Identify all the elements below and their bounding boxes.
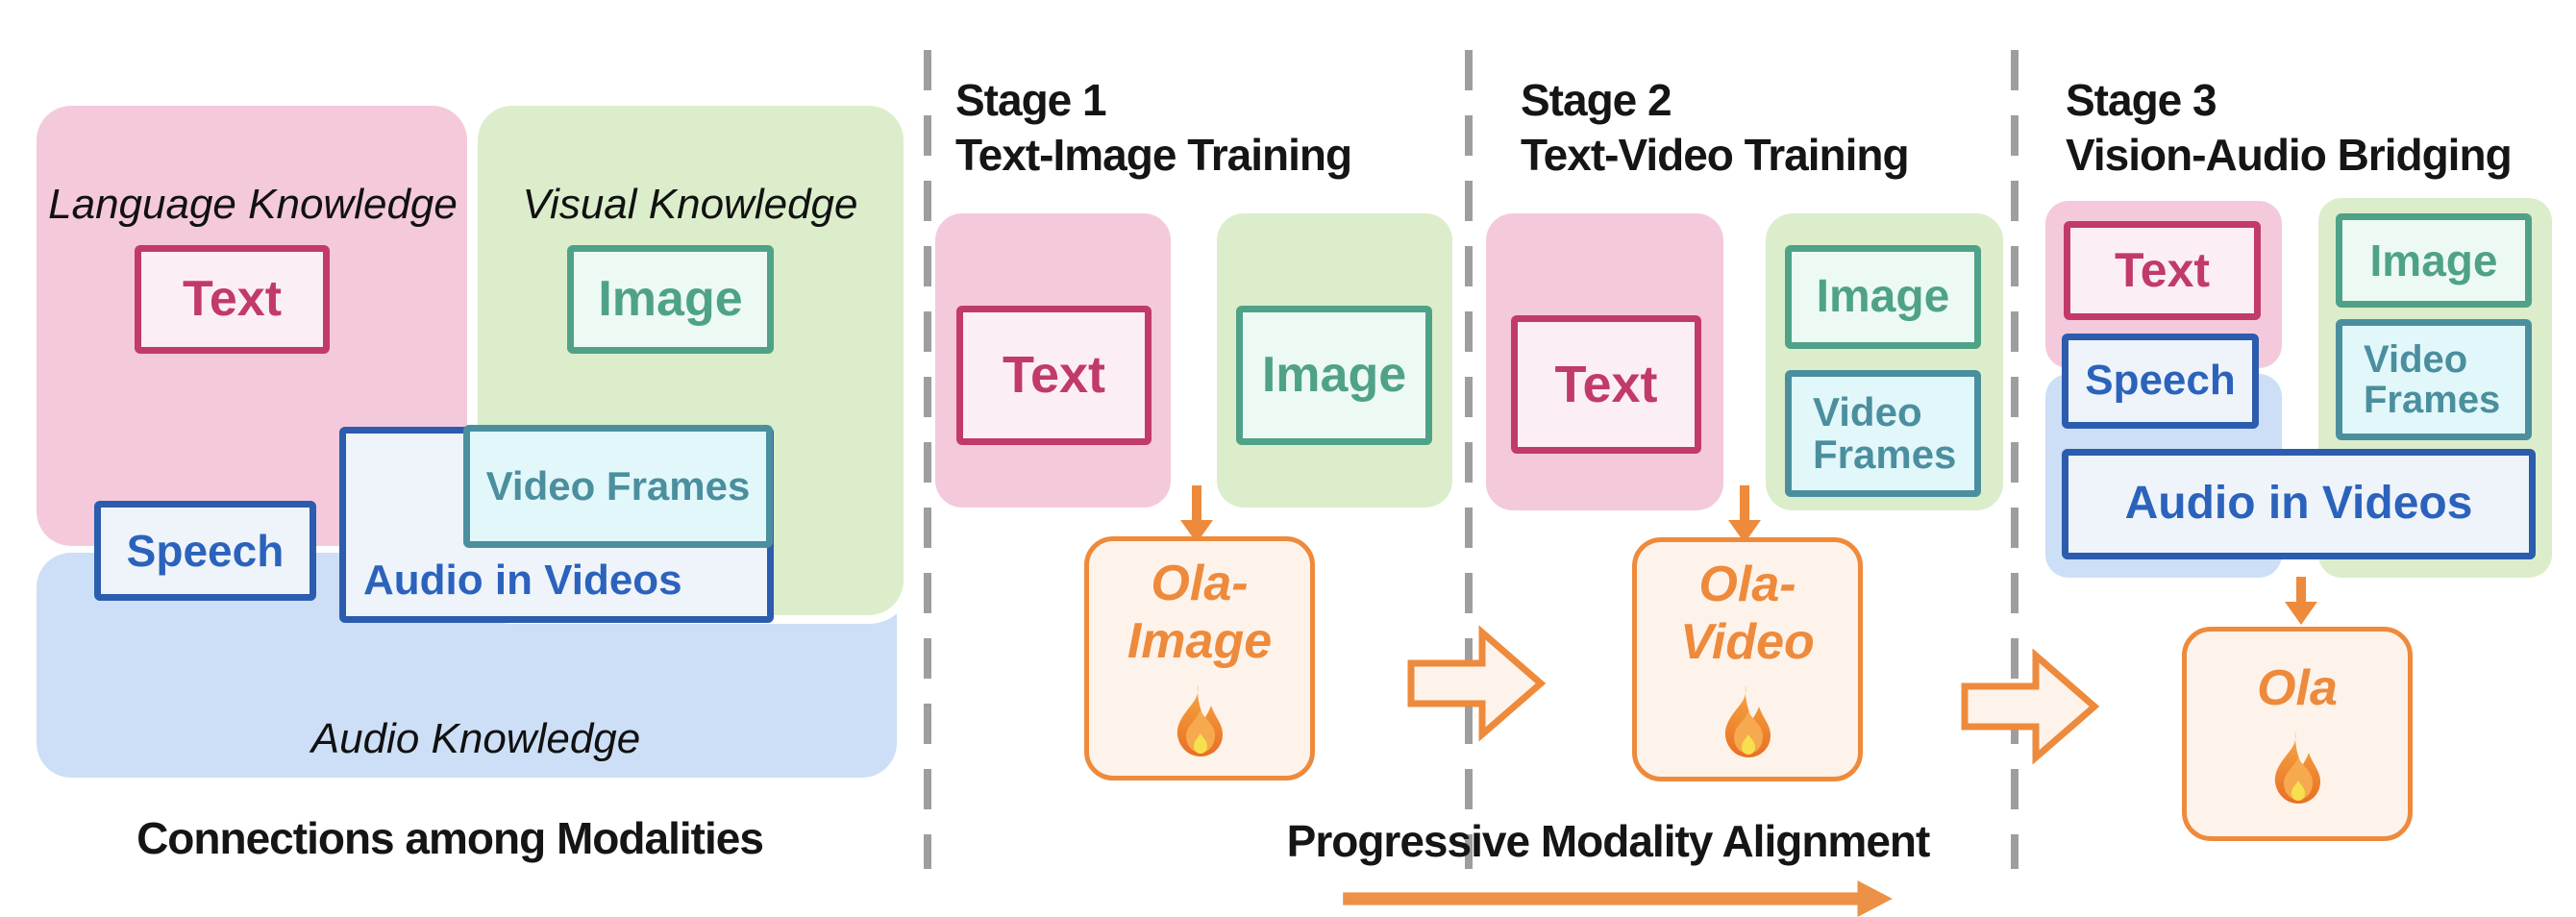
fire-icon bbox=[1713, 681, 1782, 763]
down-arrow-icon bbox=[2285, 577, 2317, 625]
stage3-image-box: Image bbox=[2336, 213, 2532, 308]
dashed-separator-1 bbox=[924, 50, 931, 869]
ola-video-name-line2: Video bbox=[1680, 614, 1815, 670]
stage-transition-arrow-icon bbox=[1961, 648, 2099, 765]
stage1-text-box: Text bbox=[956, 306, 1152, 445]
stage2-image-box: Image bbox=[1785, 245, 1981, 349]
ola-name: Ola bbox=[2257, 659, 2338, 716]
stage-transition-arrow-icon bbox=[1407, 625, 1546, 742]
stage2-video-frames-box: Video Frames bbox=[1785, 370, 1981, 497]
video-frames-box: Video Frames bbox=[463, 425, 773, 548]
stage1-title-block: Stage 1 Text-Image Training bbox=[955, 73, 1352, 183]
stage3-text-box: Text bbox=[2064, 221, 2261, 320]
stage3-video-frames-label: Video Frames bbox=[2364, 338, 2501, 421]
stage3-video-frames-box: Video Frames bbox=[2336, 319, 2532, 440]
audio-in-videos-label: Audio in Videos bbox=[363, 556, 682, 604]
down-arrow-icon bbox=[1728, 485, 1761, 543]
stage1-title: Stage 1 bbox=[955, 75, 1107, 125]
alignment-arrow-icon bbox=[1343, 880, 1893, 917]
language-knowledge-label: Language Knowledge bbox=[48, 181, 458, 228]
stage2-subtitle: Text-Video Training bbox=[1521, 130, 1910, 180]
speech-box: Speech bbox=[94, 501, 316, 601]
ola-image-name-line1: Ola- bbox=[1151, 556, 1249, 611]
fire-icon bbox=[2263, 727, 2332, 809]
fire-icon bbox=[1165, 680, 1234, 762]
ola-model-box: Ola bbox=[2182, 627, 2413, 841]
stage3-speech-box: Speech bbox=[2062, 334, 2259, 429]
stage3-title: Stage 3 bbox=[2066, 75, 2217, 125]
stage2-title-block: Stage 2 Text-Video Training bbox=[1521, 73, 1910, 183]
audio-knowledge-label: Audio Knowledge bbox=[310, 715, 641, 762]
down-arrow-icon bbox=[1180, 485, 1213, 543]
stage1-subtitle: Text-Image Training bbox=[955, 130, 1352, 180]
connections-caption: Connections among Modalities bbox=[136, 813, 764, 863]
stage2-video-frames-label: Video Frames bbox=[1813, 388, 1957, 477]
image-modality-box: Image bbox=[567, 245, 774, 354]
stage3-audio-in-videos-box: Audio in Videos bbox=[2062, 449, 2536, 559]
ola-video-name-line1: Ola- bbox=[1698, 557, 1796, 612]
stage3-subtitle: Vision-Audio Bridging bbox=[2066, 130, 2513, 180]
dashed-separator-2 bbox=[1465, 50, 1473, 869]
stage2-title: Stage 2 bbox=[1521, 75, 1672, 125]
ola-image-model-box: Ola- Image bbox=[1084, 536, 1315, 781]
visual-knowledge-label: Visual Knowledge bbox=[522, 181, 858, 228]
ola-image-name-line2: Image bbox=[1127, 613, 1273, 669]
text-modality-box: Text bbox=[135, 245, 330, 354]
dashed-separator-3 bbox=[2011, 50, 2019, 869]
ola-video-model-box: Ola- Video bbox=[1632, 537, 1863, 781]
stage3-title-block: Stage 3 Vision-Audio Bridging bbox=[2066, 73, 2513, 183]
stage2-text-box: Text bbox=[1511, 315, 1701, 454]
progressive-alignment-caption: Progressive Modality Alignment bbox=[1286, 816, 1931, 866]
stage1-image-box: Image bbox=[1236, 306, 1432, 445]
